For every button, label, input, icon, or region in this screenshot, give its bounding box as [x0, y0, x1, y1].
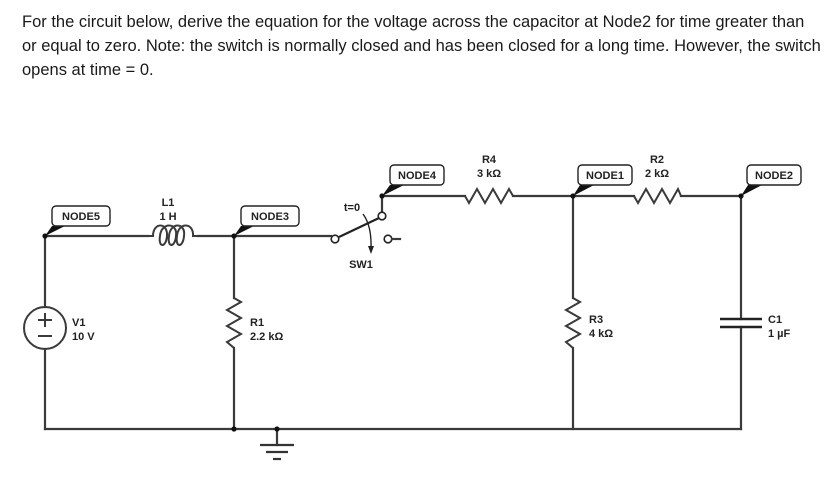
l1-value: 1 H	[159, 211, 176, 223]
resistor-icon	[464, 186, 514, 206]
node1-text: NODE1	[586, 170, 624, 182]
resistor-r4: R4 3 kΩ	[464, 154, 514, 206]
inductor-icon	[148, 224, 198, 246]
inductor-l1: L1 1 H	[148, 197, 198, 246]
resistor-r2: R2 2 kΩ	[633, 154, 682, 206]
r2-value: 2 kΩ	[645, 168, 669, 180]
node-label-node5: NODE5	[45, 205, 111, 236]
r4-name: R4	[482, 154, 497, 166]
ground-icon	[260, 443, 294, 461]
node-label-node3: NODE3	[234, 205, 300, 236]
wires	[43, 194, 743, 447]
r2-name: R2	[650, 154, 664, 166]
r3-name: R3	[589, 314, 603, 326]
switch-blade	[338, 217, 380, 238]
resistor-icon	[633, 186, 682, 206]
r3-value: 4 kΩ	[589, 328, 613, 340]
v1-value: 10 V	[72, 331, 95, 343]
voltage-source-v1: V1 10 V	[23, 306, 95, 350]
sw1-name: SW1	[349, 259, 373, 271]
resistor-icon	[563, 297, 583, 349]
capacitor-c1: C1 1 µF	[720, 314, 791, 340]
switch-arrow-icon	[362, 213, 372, 251]
switch-terminal-nc	[377, 211, 387, 221]
node-label-node4: NODE4	[382, 164, 445, 196]
switch-sw1: t=0 SW1	[330, 202, 402, 271]
v1-name: V1	[72, 317, 85, 329]
node-label-node1: NODE1	[573, 164, 633, 196]
switch-terminal-common	[330, 234, 340, 244]
c1-name: C1	[768, 314, 782, 326]
r1-name: R1	[250, 317, 264, 329]
junction-r1-ground	[231, 426, 237, 432]
c1-value: 1 µF	[768, 328, 791, 340]
sw1-timing: t=0	[344, 202, 360, 214]
node5-text: NODE5	[62, 211, 100, 223]
resistor-r1: R1 2.2 kΩ	[224, 297, 283, 349]
r1-value: 2.2 kΩ	[250, 331, 283, 343]
node-label-node2: NODE2	[741, 164, 802, 196]
node2-text: NODE2	[755, 170, 793, 182]
l1-name: L1	[162, 197, 175, 209]
junctions	[42, 193, 744, 432]
voltage-source-icon	[23, 306, 67, 350]
question-text: For the circuit below, derive the equati…	[22, 13, 821, 79]
r4-value: 3 kΩ	[477, 168, 501, 180]
switch-terminal-no	[383, 234, 393, 244]
node3-text: NODE3	[251, 211, 289, 223]
resistor-icon	[224, 297, 244, 349]
resistor-r3: R3 4 kΩ	[563, 297, 613, 349]
node4-text: NODE4	[398, 170, 437, 182]
junction-ground	[274, 426, 280, 432]
